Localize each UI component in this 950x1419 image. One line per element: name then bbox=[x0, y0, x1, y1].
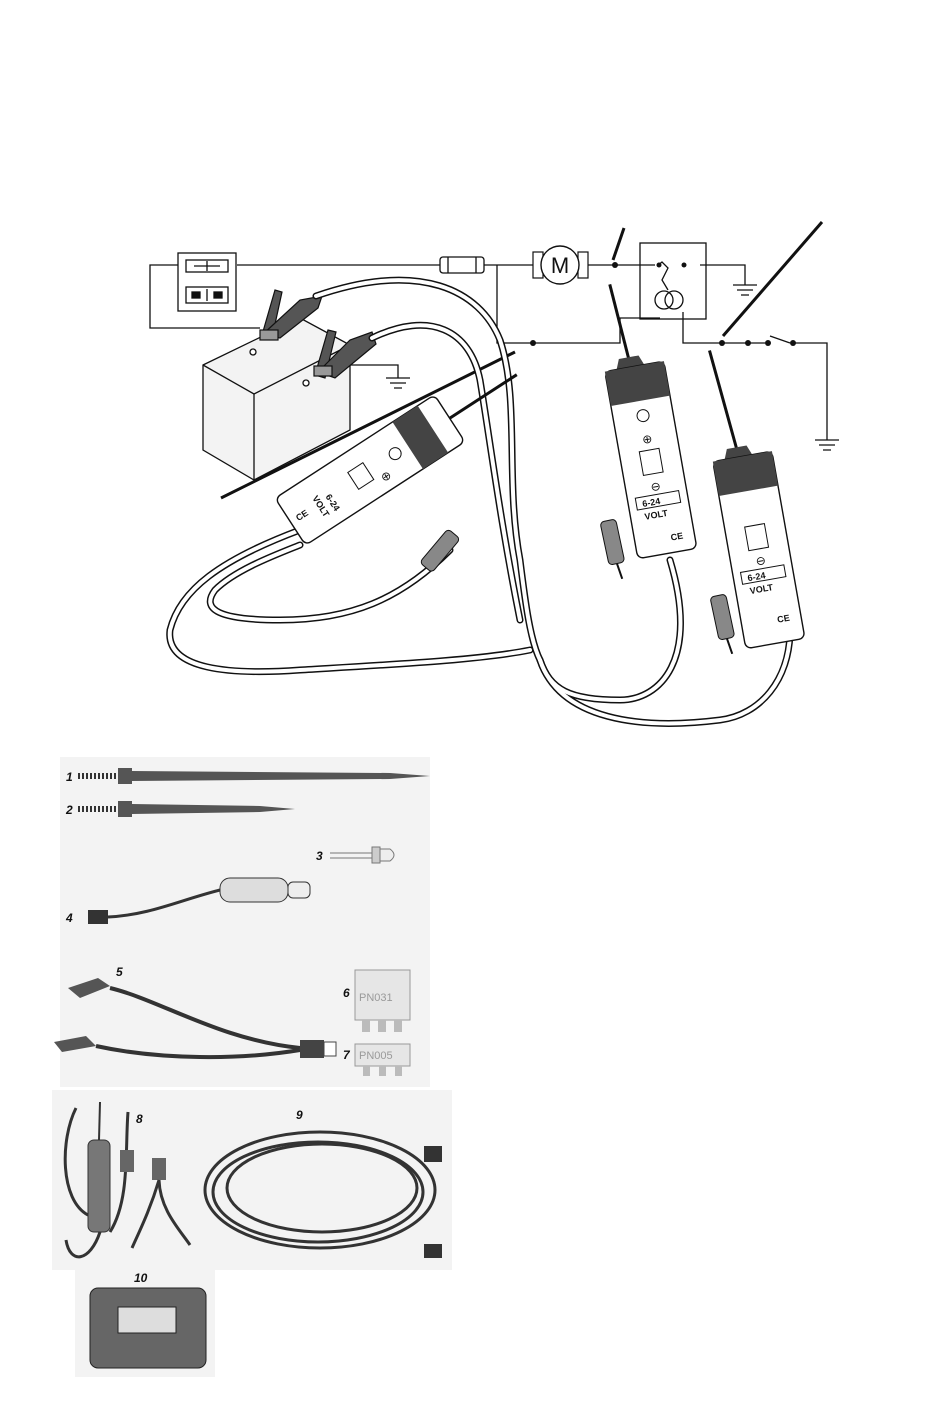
tester-right-mark: CE bbox=[776, 613, 790, 625]
tester-middle-mark: CE bbox=[670, 531, 684, 543]
accessories-panel bbox=[52, 757, 452, 1377]
accessory-7-code: PN005 bbox=[359, 1050, 393, 1062]
connector-plug-left bbox=[420, 529, 461, 573]
accessory-6-number: 6 bbox=[343, 986, 350, 1000]
battery-symbol-box bbox=[178, 253, 236, 311]
connector-plug-right bbox=[710, 594, 738, 656]
accessory-4-number: 4 bbox=[65, 911, 73, 925]
accessory-1-number: 1 bbox=[66, 770, 73, 784]
accessory-5-number: 5 bbox=[116, 965, 123, 979]
connector-plug-middle bbox=[600, 519, 628, 581]
motor-label: M bbox=[551, 253, 569, 278]
accessory-10-number: 10 bbox=[134, 1271, 148, 1285]
motor-symbol: M bbox=[533, 246, 588, 284]
accessory-8-number: 8 bbox=[136, 1112, 143, 1126]
power-probe-tester-right: ⊖ 6-24 VOLT CE bbox=[694, 343, 805, 649]
accessory-9-number: 9 bbox=[296, 1108, 303, 1122]
accessory-2-number: 2 bbox=[65, 803, 73, 817]
accessory-3-number: 3 bbox=[316, 849, 323, 863]
fuse-symbol bbox=[440, 257, 484, 273]
accessory-6-code: PN031 bbox=[359, 992, 393, 1004]
